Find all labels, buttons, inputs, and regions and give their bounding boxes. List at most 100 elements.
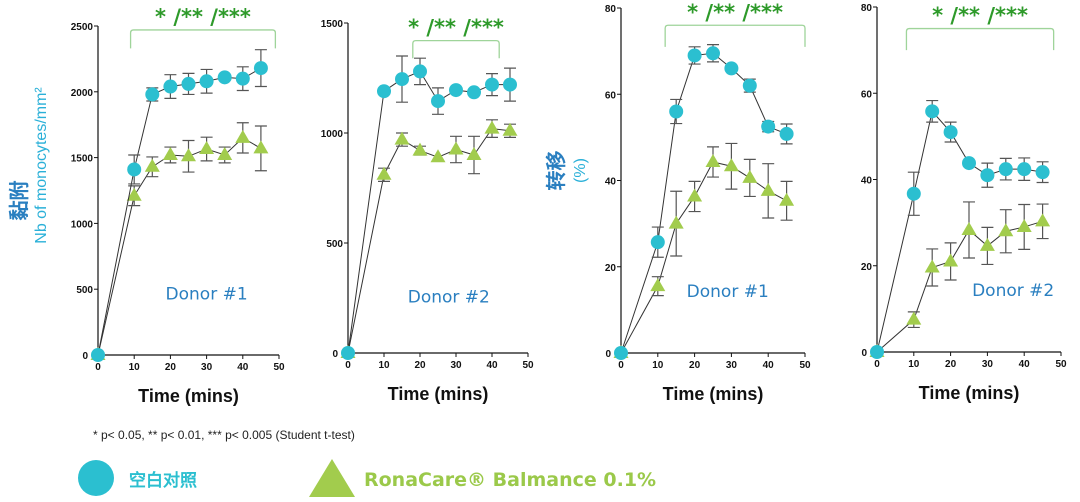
y-tick-label: 60: [861, 89, 873, 100]
series-line: [620, 161, 787, 354]
data-point-circle: [962, 156, 976, 171]
data-point-triangle: [144, 158, 160, 172]
data-point-circle: [413, 64, 427, 79]
series-line: [97, 137, 262, 356]
y-axis-label-cn: 转移: [544, 151, 568, 191]
data-point-circle: [163, 79, 178, 94]
y-tick-label: 1000: [321, 129, 344, 140]
x-tick-label: 30: [726, 360, 738, 371]
y-tick-label: 2500: [71, 22, 94, 33]
x-tick-label: 50: [799, 360, 811, 371]
y-axis-label: Nb of monocytes/mm²: [33, 87, 50, 244]
data-point-triangle: [126, 187, 142, 201]
data-point-circle: [669, 104, 684, 119]
data-point-triangle: [687, 188, 703, 202]
y-tick-label: 0: [82, 351, 88, 362]
x-tick-label: 20: [414, 360, 426, 371]
data-point-circle: [980, 168, 995, 183]
data-point-circle: [127, 162, 142, 177]
y-tick-label: 60: [605, 90, 617, 101]
donor-label: Donor #2: [972, 281, 1054, 301]
data-point-circle: [503, 77, 517, 92]
y-tick-label: 80: [861, 3, 873, 14]
x-tick-label: 40: [237, 362, 249, 373]
legend-triangle-icon: [309, 459, 355, 497]
data-point-circle: [998, 162, 1013, 177]
y-tick-label: 1500: [321, 19, 344, 30]
x-tick-label: 40: [763, 360, 775, 371]
x-axis-label: Time (mins): [388, 384, 489, 404]
data-point-circle: [1017, 162, 1032, 177]
x-tick-label: 30: [982, 359, 994, 370]
data-point-circle: [485, 77, 499, 92]
data-point-triangle: [1016, 218, 1032, 232]
x-tick-label: 0: [95, 362, 101, 373]
data-point-circle: [199, 74, 214, 89]
data-point-circle: [253, 61, 268, 76]
series-control: [614, 44, 794, 360]
data-point-circle: [943, 125, 958, 140]
data-point-circle: [181, 76, 196, 91]
series-control: [870, 99, 1050, 359]
x-tick-label: 30: [450, 360, 462, 371]
data-point-triangle: [412, 142, 428, 156]
donor-label: Donor #1: [687, 282, 769, 302]
data-point-circle: [742, 78, 757, 93]
significance-label: * /** /***: [687, 0, 783, 24]
data-point-triangle: [961, 221, 977, 235]
significance-bracket: [905, 27, 1055, 51]
significance-label: * /** /***: [932, 4, 1028, 28]
x-axis-label: Time (mins): [663, 384, 764, 404]
data-point-triangle: [943, 253, 959, 267]
series-treatment: [340, 119, 518, 358]
x-tick-label: 50: [1055, 359, 1067, 370]
y-tick-label: 1000: [71, 219, 94, 230]
data-point-circle: [1035, 165, 1050, 180]
series-treatment: [869, 201, 1051, 357]
x-tick-label: 10: [908, 359, 920, 370]
x-tick-label: 0: [345, 360, 351, 371]
x-tick-label: 0: [618, 360, 624, 371]
data-point-triangle: [253, 140, 269, 154]
data-point-triangle: [723, 158, 739, 172]
x-tick-label: 20: [945, 359, 957, 370]
x-tick-label: 40: [1019, 359, 1031, 370]
data-point-circle: [614, 346, 628, 360]
data-point-circle: [467, 85, 481, 100]
data-point-triangle: [742, 169, 758, 183]
data-point-triangle: [924, 259, 940, 273]
donor-label: Donor #2: [408, 287, 490, 307]
y-tick-label: 40: [861, 176, 873, 187]
x-tick-label: 20: [689, 360, 701, 371]
series-line: [347, 70, 510, 354]
x-tick-label: 50: [273, 362, 285, 373]
data-point-circle: [925, 104, 940, 119]
series-control: [91, 49, 268, 362]
data-point-triangle: [217, 146, 233, 160]
data-point-triangle: [998, 223, 1014, 237]
x-tick-label: 10: [378, 360, 390, 371]
y-axis-label-cn: 黏附: [7, 181, 31, 221]
data-point-circle: [761, 119, 776, 134]
data-point-circle: [706, 46, 720, 61]
y-tick-label: 20: [861, 262, 873, 273]
legend-circle-icon: [78, 460, 114, 496]
data-point-circle: [687, 48, 702, 63]
y-tick-label: 500: [326, 239, 343, 250]
data-point-triangle: [668, 215, 684, 229]
y-tick-label: 1500: [71, 154, 94, 165]
footnote: * p< 0.05, ** p< 0.01, *** p< 0.005 (Stu…: [93, 428, 355, 442]
data-point-triangle: [502, 122, 518, 136]
data-point-triangle: [430, 149, 446, 163]
data-point-triangle: [979, 237, 995, 251]
x-tick-label: 0: [874, 359, 880, 370]
series-treatment: [613, 142, 795, 358]
data-point-circle: [217, 70, 232, 85]
series-control: [341, 55, 517, 360]
data-point-triangle: [199, 141, 215, 155]
x-tick-label: 40: [486, 360, 498, 371]
data-point-circle: [449, 83, 463, 98]
data-point-circle: [650, 235, 665, 250]
